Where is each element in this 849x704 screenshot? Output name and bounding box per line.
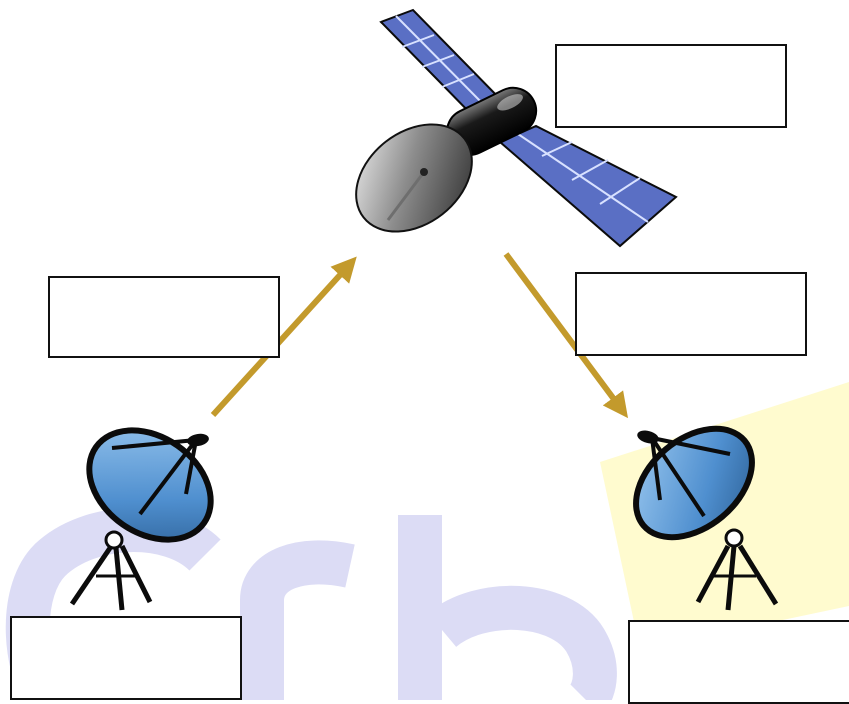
satellite-icon — [355, 8, 678, 248]
transmitter-dish-icon — [69, 427, 214, 611]
uplink-label-box[interactable] — [48, 276, 280, 358]
downlink-label-box[interactable] — [575, 272, 807, 356]
uplink-arrow — [210, 256, 357, 418]
solar-panel-lower — [498, 124, 678, 248]
watermark-letter-b-stem — [398, 515, 442, 700]
solar-panel-upper — [379, 8, 507, 120]
receiver-dish-icon — [633, 425, 779, 611]
satellite-label-box[interactable] — [555, 44, 787, 128]
satellite-reflector — [355, 123, 473, 233]
downlink-arrow — [503, 252, 629, 419]
transmitter-label-box[interactable] — [10, 616, 242, 700]
watermark-letter-r — [240, 540, 355, 700]
watermark-letter-b-bowl — [427, 585, 617, 700]
receiver-label-box[interactable] — [628, 620, 849, 704]
